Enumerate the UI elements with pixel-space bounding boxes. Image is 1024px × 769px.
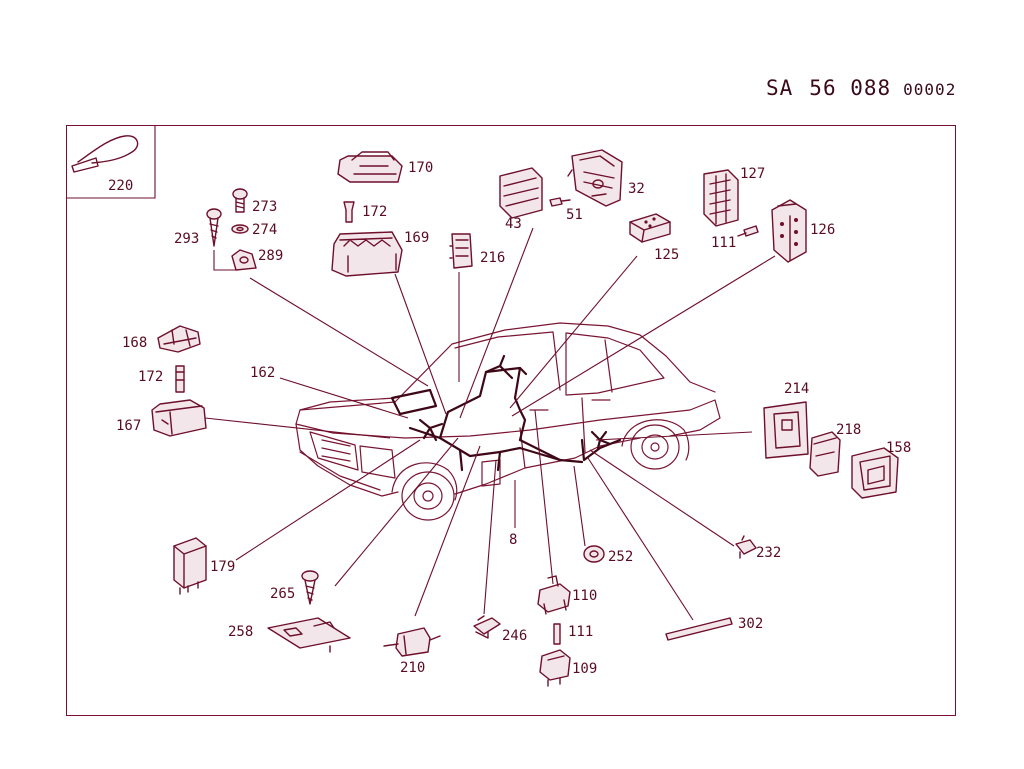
part-111-pin-b[interactable]: 111 bbox=[553, 623, 593, 645]
part-label-170: 170 bbox=[408, 160, 433, 176]
part-label-258: 258 bbox=[228, 624, 253, 640]
leader-lines bbox=[204, 227, 776, 621]
part-label-43: 43 bbox=[505, 216, 522, 232]
part-label-109: 109 bbox=[572, 661, 597, 677]
part-232-clip[interactable]: 232 bbox=[735, 535, 781, 561]
part-51-plug[interactable]: 51 bbox=[549, 197, 583, 223]
car-body bbox=[295, 322, 721, 521]
inset-box bbox=[66, 125, 156, 199]
bracket-293-289 bbox=[213, 250, 236, 271]
part-label-289: 289 bbox=[258, 248, 283, 264]
part-label-32: 32 bbox=[628, 181, 645, 197]
part-43-connector[interactable]: 43 bbox=[499, 167, 543, 232]
part-127-connector[interactable]: 127 bbox=[703, 166, 765, 227]
part-label-126: 126 bbox=[810, 222, 835, 238]
part-label-232: 232 bbox=[756, 545, 781, 561]
part-label-111a: 111 bbox=[711, 235, 736, 251]
part-label-210: 210 bbox=[400, 660, 425, 676]
part-label-127: 127 bbox=[740, 166, 765, 182]
part-246-clip[interactable]: 246 bbox=[473, 615, 527, 644]
part-167-fuse-holder[interactable]: 167 bbox=[116, 399, 207, 437]
part-label-252: 252 bbox=[608, 549, 633, 565]
drawing-prefix: SA bbox=[766, 76, 794, 100]
part-label-220: 220 bbox=[108, 178, 133, 194]
part-label-172b: 172 bbox=[138, 369, 163, 385]
part-252-grommet[interactable]: 252 bbox=[583, 545, 633, 565]
part-126-connector[interactable]: 126 bbox=[771, 199, 835, 263]
part-label-158: 158 bbox=[886, 440, 911, 456]
part-170-relay-box[interactable]: 170 bbox=[337, 151, 433, 183]
part-label-111b: 111 bbox=[568, 624, 593, 640]
part-label-216: 216 bbox=[480, 250, 505, 266]
part-125-module[interactable]: 125 bbox=[629, 213, 679, 263]
part-label-8: 8 bbox=[509, 532, 517, 548]
cable-tie-220[interactable]: 220 bbox=[71, 135, 139, 194]
wiring-harness bbox=[390, 354, 622, 472]
part-label-246: 246 bbox=[502, 628, 527, 644]
part-label-167: 167 bbox=[116, 418, 141, 434]
part-label-162: 162 bbox=[250, 365, 275, 381]
part-273-screw[interactable]: 273 bbox=[232, 188, 277, 215]
part-111-pin[interactable]: 111 bbox=[711, 225, 759, 251]
part-210-switch[interactable]: 210 bbox=[383, 627, 441, 676]
part-218-switch[interactable]: 218 bbox=[809, 422, 861, 477]
part-label-293: 293 bbox=[174, 231, 199, 247]
drawing-number-main: 56 088 bbox=[809, 76, 892, 100]
part-label-218: 218 bbox=[836, 422, 861, 438]
part-258-plate[interactable]: 258 bbox=[228, 617, 351, 653]
part-label-125: 125 bbox=[654, 247, 679, 263]
part-label-273: 273 bbox=[252, 199, 277, 215]
part-168-bracket[interactable]: 168 bbox=[122, 325, 201, 353]
diagram-frame bbox=[66, 125, 956, 716]
part-289-clip[interactable]: 289 bbox=[231, 248, 283, 271]
part-label-168: 168 bbox=[122, 335, 147, 351]
part-158-relay-socket[interactable]: 158 bbox=[851, 440, 911, 499]
part-293-screw[interactable]: 293 bbox=[174, 208, 222, 247]
part-274-washer[interactable]: 274 bbox=[231, 222, 277, 238]
part-179-relay[interactable]: 179 bbox=[173, 537, 235, 595]
part-169-fuse-box[interactable]: 169 bbox=[331, 230, 429, 277]
part-172-pin[interactable]: 172 bbox=[343, 201, 387, 223]
part-302-sleeve[interactable]: 302 bbox=[665, 616, 763, 641]
part-label-214: 214 bbox=[784, 381, 809, 397]
part-214-frame[interactable]: 214 bbox=[763, 381, 809, 459]
drawing-number: SA 56 088 00002 bbox=[766, 76, 956, 100]
part-265-screw[interactable]: 265 bbox=[270, 570, 319, 605]
part-32-connector-housing[interactable]: 32 bbox=[567, 149, 645, 207]
part-label-110: 110 bbox=[572, 588, 597, 604]
part-110-holder[interactable]: 110 bbox=[537, 575, 597, 615]
part-label-169: 169 bbox=[404, 230, 429, 246]
drawing-number-suffix: 00002 bbox=[903, 80, 957, 99]
part-label-265: 265 bbox=[270, 586, 295, 602]
part-label-172a: 172 bbox=[362, 204, 387, 220]
part-label-274: 274 bbox=[252, 222, 277, 238]
part-label-179: 179 bbox=[210, 559, 235, 575]
part-216-connector[interactable]: 216 bbox=[449, 233, 505, 269]
part-109-connector[interactable]: 109 bbox=[539, 649, 597, 687]
part-label-302: 302 bbox=[738, 616, 763, 632]
part-label-51: 51 bbox=[566, 207, 583, 223]
part-172-pin-b[interactable]: 172 bbox=[138, 365, 185, 393]
